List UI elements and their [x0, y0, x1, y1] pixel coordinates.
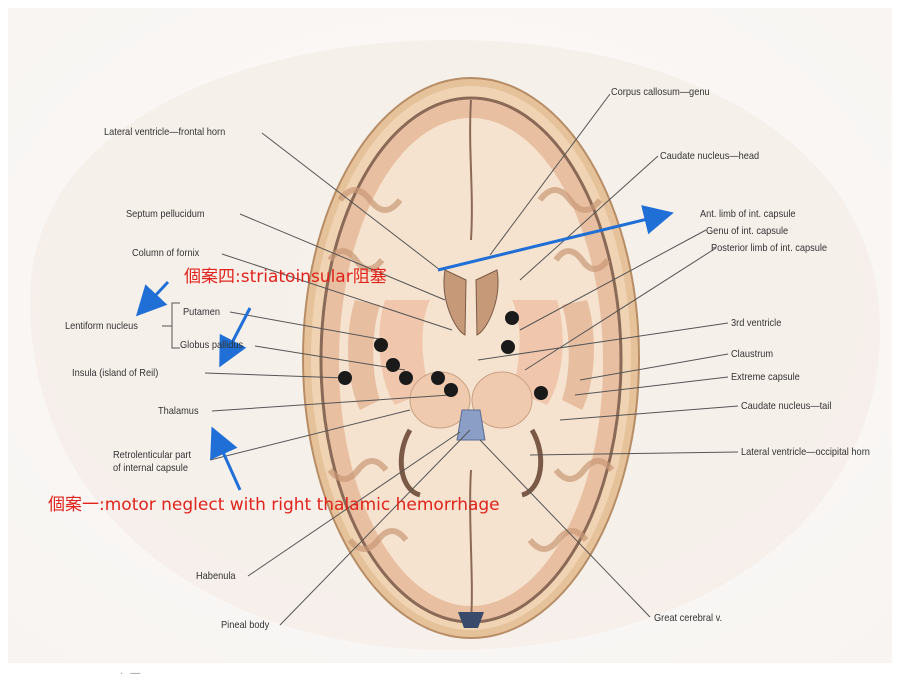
label-habenula: Habenula — [196, 570, 236, 582]
label-corpus-callosum-genu: Corpus callosum—genu — [611, 86, 710, 98]
label-septum-pellucidum: Septum pellucidum — [126, 208, 205, 220]
label-column-of-fornix: Column of fornix — [132, 247, 199, 259]
label-globus-pallidus: Globus pallidus — [180, 339, 243, 351]
label-ant-limb-int-capsule: Ant. limb of int. capsule — [700, 208, 796, 220]
label-third-ventricle: 3rd ventricle — [731, 317, 781, 329]
label-caudate-nucleus-head: Caudate nucleus—head — [660, 150, 759, 162]
label-lateral-ventricle-frontal-horn: Lateral ventricle—frontal horn — [104, 126, 225, 138]
label-claustrum: Claustrum — [731, 348, 773, 360]
label-lentiform-nucleus: Lentiform nucleus — [65, 320, 138, 332]
label-caudate-nucleus-tail: Caudate nucleus—tail — [741, 400, 831, 412]
label-retrolenticular-line2: of internal capsule — [113, 462, 188, 474]
label-great-cerebral-v: Great cerebral v. — [654, 612, 722, 624]
label-thalamus: Thalamus — [158, 405, 199, 417]
annotation-case-4: 個案四:striatoinsular阻塞 — [184, 262, 387, 287]
label-posterior-limb-int-capsule: Posterior limb of int. capsule — [711, 242, 827, 254]
label-insula: Insula (island of Reil) — [72, 367, 158, 379]
footer-caption: · — — [120, 668, 186, 679]
annotation-case-1: 個案一:motor neglect with right thalamic he… — [48, 490, 500, 515]
label-retrolenticular-line1: Retrolenticular part — [113, 449, 191, 461]
label-lateral-ventricle-occipital-horn: Lateral ventricle—occipital horn — [741, 446, 870, 458]
label-putamen: Putamen — [183, 306, 220, 318]
label-extreme-capsule: Extreme capsule — [731, 371, 800, 383]
label-pineal-body: Pineal body — [221, 619, 269, 631]
label-genu-int-capsule: Genu of int. capsule — [706, 225, 788, 237]
